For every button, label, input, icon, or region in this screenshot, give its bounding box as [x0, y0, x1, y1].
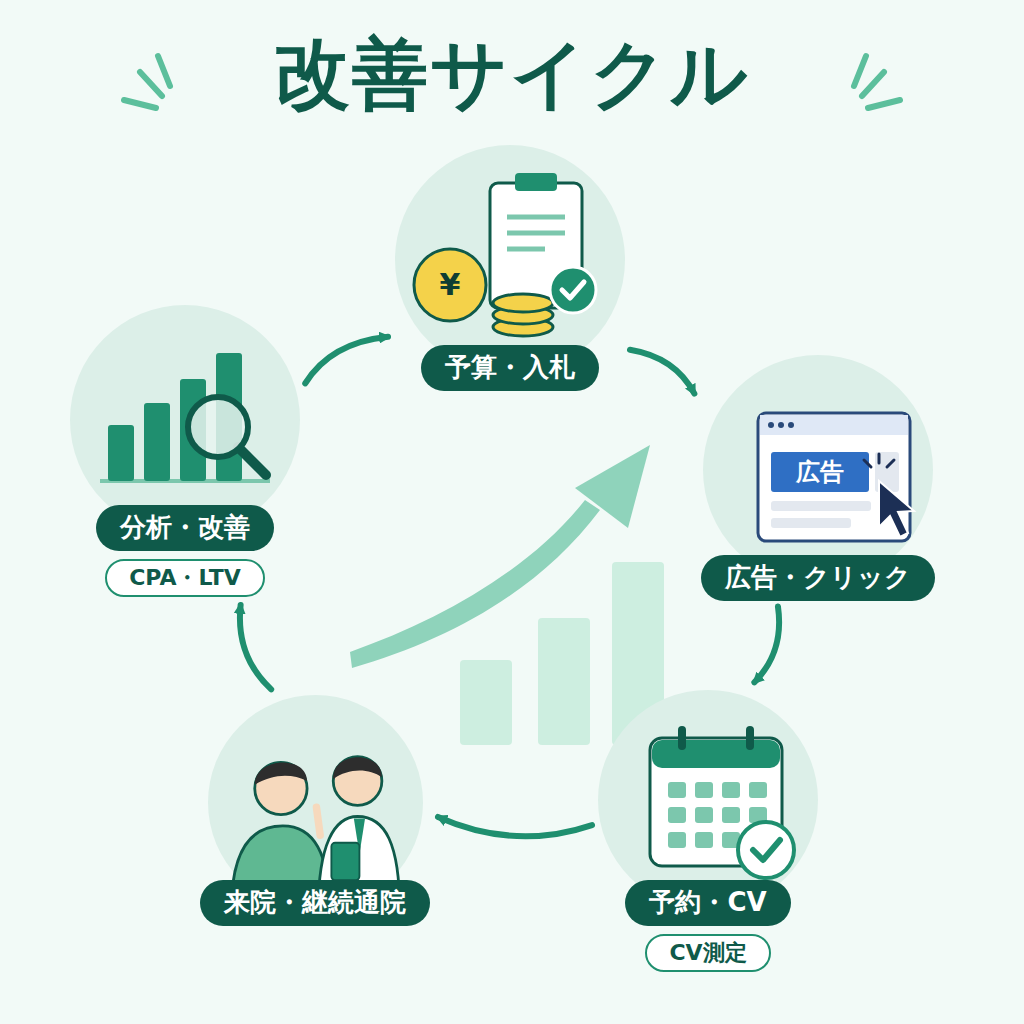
icon-label: ¥: [440, 270, 461, 300]
icon-label: 広告: [796, 460, 844, 484]
metric-tag: CV測定: [645, 934, 770, 973]
illustration-budget: [395, 145, 625, 375]
step-illustration: [208, 695, 423, 910]
growth-arrow: [350, 445, 650, 668]
cycle-step: 分析・改善 CPA・LTV: [70, 305, 300, 597]
step-illustration: ¥: [395, 145, 625, 375]
cycle-step: 広告広告・クリック: [701, 355, 935, 601]
cycle-arrow: [754, 607, 779, 683]
metric-tag: CPA・LTV: [105, 559, 265, 598]
cycle-step: 予約・CV CV測定: [598, 690, 818, 972]
step-label: 予約・CV: [625, 880, 790, 926]
cycle-arrow: [630, 350, 694, 394]
step-label: 予算・入札: [421, 345, 599, 391]
step-label: 来院・継続通院: [200, 880, 430, 926]
cycle-arrow: [240, 605, 271, 689]
step-illustration: 広告: [703, 355, 933, 585]
illustration-cal: [598, 690, 818, 910]
cycle-step: ¥ 予算・入札: [395, 145, 625, 391]
cycle-step: 来院・継続通院: [200, 695, 430, 926]
step-label: 広告・クリック: [701, 555, 935, 601]
cycle-arrow: [305, 337, 388, 384]
step-illustration: [70, 305, 300, 535]
step-illustration: [598, 690, 818, 910]
cycle-arrow: [438, 817, 592, 836]
illustration-chart: [70, 305, 300, 535]
diagram-title: 改善サイクル: [0, 28, 1024, 119]
step-label: 分析・改善: [96, 505, 274, 551]
illustration-people: [208, 695, 423, 910]
